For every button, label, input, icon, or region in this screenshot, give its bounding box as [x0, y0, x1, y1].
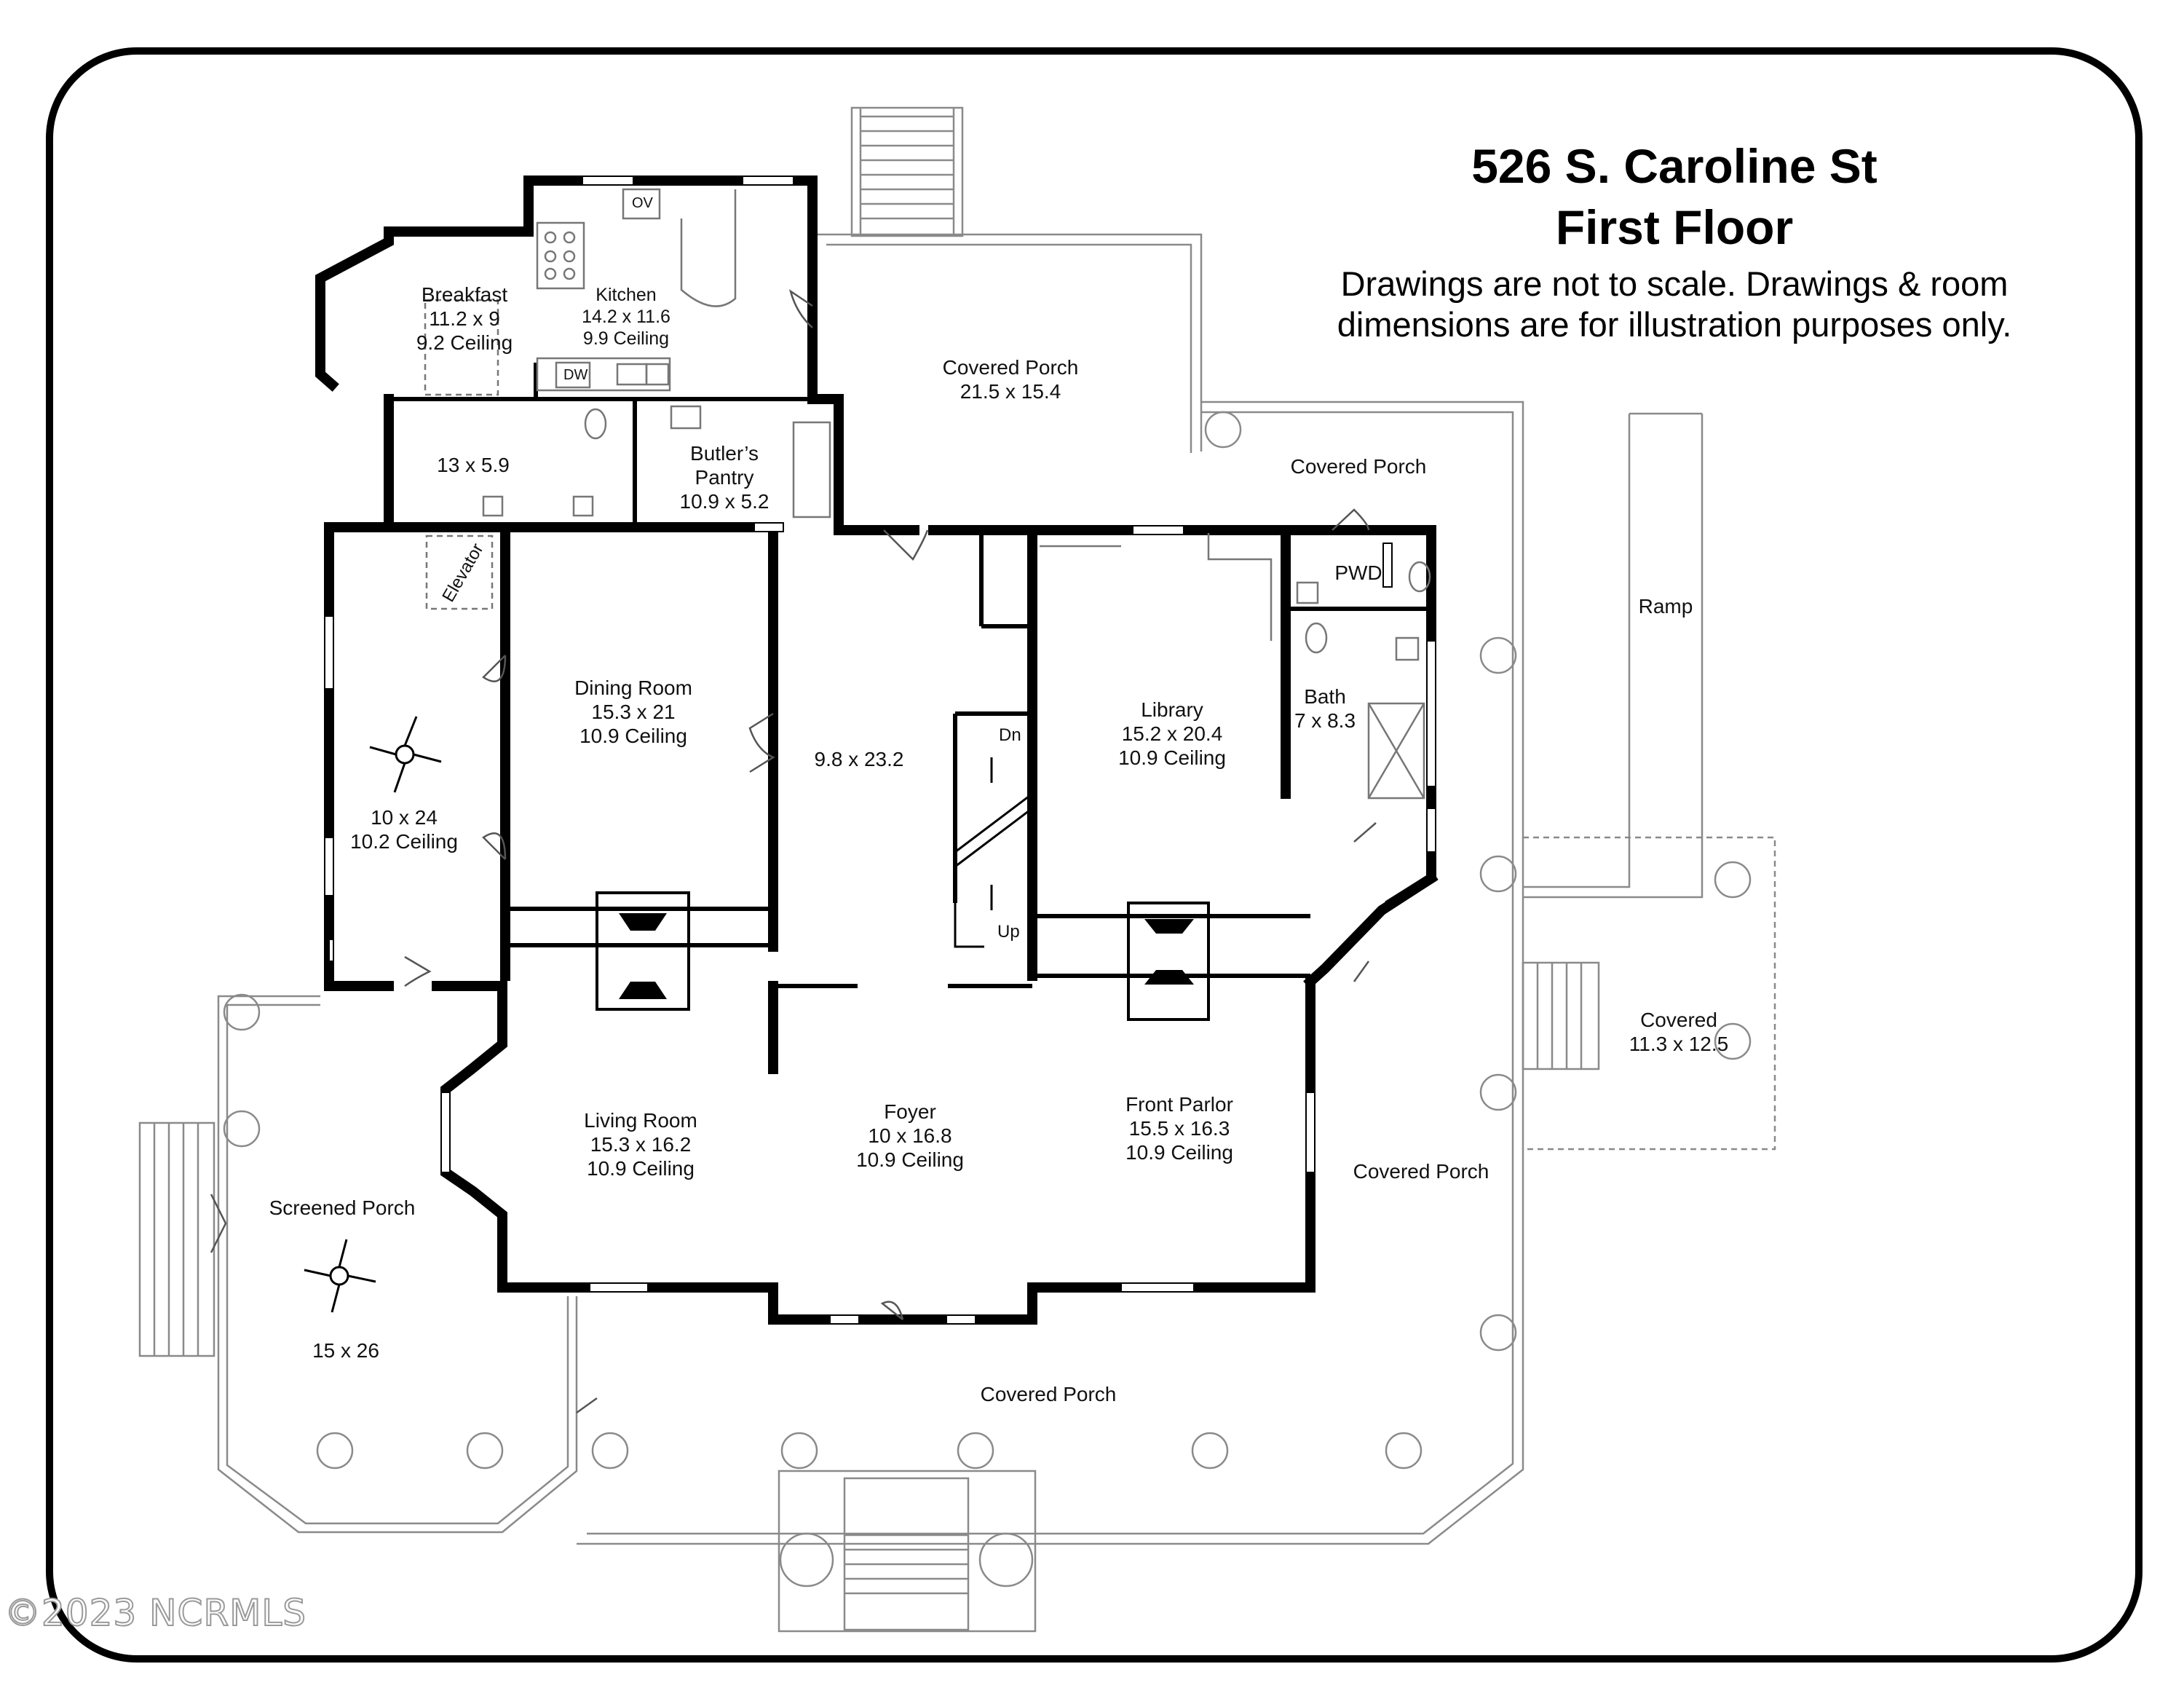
room-name: Covered Porch	[1290, 455, 1427, 478]
room-ceiling: 9.2 Ceiling	[416, 331, 513, 354]
room-dims: 15.3 x 16.2	[590, 1133, 692, 1156]
room-name: Ramp	[1638, 595, 1693, 618]
room-dims: 14.2 x 11.6	[582, 307, 670, 327]
room-dims: 10 x 24	[371, 806, 438, 829]
room-ceiling: 10.9 Ceiling	[579, 725, 687, 747]
room-dims: 7 x 8.3	[1294, 709, 1356, 732]
floor-title: First Floor	[1555, 200, 1794, 254]
room-covered-porch-right: Covered Porch	[1271, 454, 1446, 478]
main-stairs	[954, 714, 1033, 948]
room-hall: 9.8 x 23.2	[801, 747, 917, 771]
room-name: Covered Porch	[980, 1383, 1117, 1405]
room-ceiling: 10.2 Ceiling	[350, 830, 458, 853]
room-living: Living Room 15.3 x 16.2 10.9 Ceiling	[561, 1108, 721, 1180]
room-covered-porch-front-right: Covered Porch	[1341, 1159, 1501, 1183]
room-ceiling: 10.9 Ceiling	[1125, 1141, 1233, 1164]
room-foyer: Foyer 10 x 16.8 10.9 Ceiling	[837, 1100, 983, 1172]
room-name: Dining Room	[574, 677, 692, 699]
room-name: Bath	[1304, 685, 1346, 708]
room-front-parlor: Front Parlor 15.5 x 16.3 10.9 Ceiling	[1099, 1092, 1259, 1164]
room-screened-porch-dims: 15 x 26	[291, 1338, 400, 1362]
dishwasher-label: DW	[563, 367, 588, 383]
room-screened-porch: Screened Porch	[262, 1196, 422, 1220]
room-name: Butler’s	[690, 442, 759, 465]
room-dims: 11.3 x 12.5	[1629, 1033, 1729, 1055]
room-ceiling: 10.9 Ceiling	[587, 1157, 695, 1180]
room-dining: Dining Room 15.3 x 21 10.9 Ceiling	[553, 676, 713, 748]
room-dims: 10.9 x 5.2	[679, 490, 769, 513]
porch-outlines	[138, 106, 1776, 1633]
disclaimer-line-1: Drawings are not to scale. Drawings & ro…	[1340, 264, 2009, 303]
room-covered-small: Covered 11.3 x 12.5	[1606, 1008, 1752, 1056]
room-name: Kitchen	[596, 285, 657, 305]
plan-title-block: 526 S. Caroline St First Floor Drawings …	[1267, 135, 2082, 345]
room-ceiling: 10.9 Ceiling	[1118, 746, 1226, 769]
ramp-label: Ramp	[1628, 594, 1704, 618]
room-breakfast: Breakfast 11.2 x 9 9.2 Ceiling	[399, 283, 530, 355]
stairs-up-label: Up	[997, 922, 1020, 942]
room-name: Front Parlor	[1125, 1093, 1233, 1116]
room-name: Library	[1141, 698, 1203, 721]
room-laundry: 13 x 5.9	[422, 453, 524, 477]
room-pwd: PWD	[1322, 561, 1395, 585]
room-name: Covered Porch	[1353, 1160, 1489, 1183]
door-swings	[210, 289, 1377, 1414]
room-dims: 15.3 x 21	[591, 701, 676, 723]
room-name: PWD	[1334, 561, 1382, 584]
address-title: 526 S. Caroline St	[1471, 139, 1878, 193]
windows	[324, 175, 1436, 1325]
room-dims: 15 x 26	[312, 1339, 379, 1362]
room-dims: 21.5 x 15.4	[960, 380, 1061, 403]
room-covered-porch-top: Covered Porch 21.5 x 15.4	[929, 355, 1092, 403]
room-name: Covered Porch	[942, 356, 1079, 379]
room-dims: 13 x 5.9	[437, 454, 510, 476]
room-name-2: Pantry	[695, 466, 754, 489]
room-dims: 11.2 x 9	[429, 307, 500, 330]
room-bath: Bath 7 x 8.3	[1289, 685, 1361, 733]
room-name: Breakfast	[421, 283, 508, 306]
page-frame	[46, 47, 2143, 1663]
oven-label: OV	[632, 195, 653, 211]
room-dims: 15.2 x 20.4	[1121, 722, 1223, 745]
room-covered-porch-bottom: Covered Porch	[961, 1382, 1136, 1406]
room-name: Screened Porch	[269, 1196, 416, 1219]
stairs-down-label: Dn	[999, 725, 1021, 745]
disclaimer: Drawings are not to scale. Drawings & ro…	[1267, 264, 2082, 345]
ceiling-fan-icon	[304, 716, 442, 1313]
disclaimer-line-2: dimensions are for illustration purposes…	[1337, 305, 2012, 344]
room-library: Library 15.2 x 20.4 10.9 Ceiling	[1092, 698, 1252, 770]
room-name: Living Room	[584, 1109, 697, 1132]
watermark: ©2023 NCRMLS	[4, 1591, 306, 1635]
fireplaces	[596, 891, 1210, 1021]
room-name: Foyer	[884, 1100, 936, 1123]
room-dims: 10 x 16.8	[868, 1124, 952, 1147]
room-name: Covered	[1640, 1009, 1717, 1031]
room-ceiling: 10.9 Ceiling	[856, 1148, 964, 1171]
room-butlers-pantry: Butler’s Pantry 10.9 x 5.2	[655, 441, 794, 513]
room-kitchen: Kitchen 14.2 x 11.6 9.9 Ceiling	[568, 284, 684, 350]
room-dims: 15.5 x 16.3	[1128, 1117, 1230, 1140]
room-sunroom: 10 x 24 10.2 Ceiling	[335, 805, 473, 853]
kitchen-fixtures	[424, 188, 1431, 800]
room-dims: 9.8 x 23.2	[814, 748, 904, 770]
porch-columns	[223, 411, 1752, 1588]
room-ceiling: 9.9 Ceiling	[582, 328, 670, 349]
